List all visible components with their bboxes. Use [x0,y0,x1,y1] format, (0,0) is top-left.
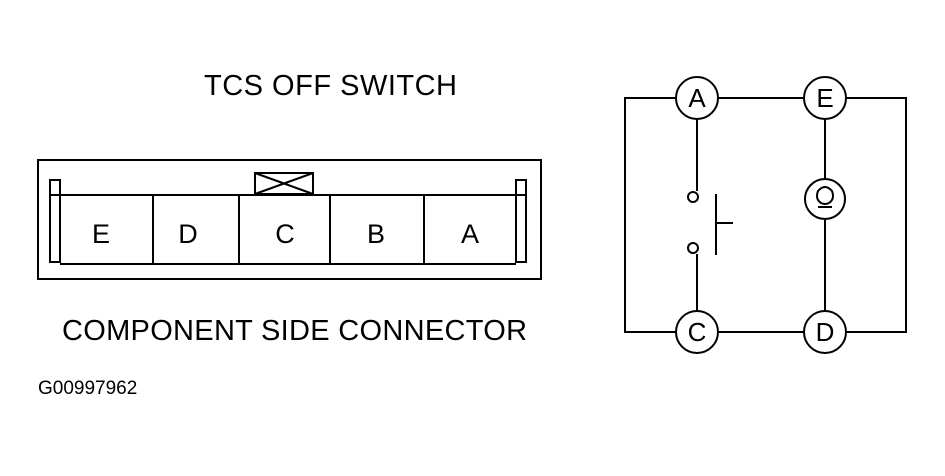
node-label-top-left: A [688,83,706,113]
connector-key-icon [254,172,314,195]
connector-left-latch [49,179,61,263]
pin-label-e: E [92,219,110,249]
wire-left-loop [624,97,676,333]
figure-code: G00997962 [38,378,138,399]
pin-label-a: A [461,219,479,249]
connector [37,159,542,280]
node-bottom-right [803,310,847,354]
node-top-right [803,76,847,120]
connector-caption: COMPONENT SIDE CONNECTOR [62,315,528,347]
lamp-icon [804,178,846,220]
connector-outer-shell [37,159,542,280]
switch-icon [687,191,733,255]
node-label-bottom-left: C [688,317,707,347]
schematic-node-labels: A E C D [688,83,835,347]
node-top-left [675,76,719,120]
node-label-top-right: E [816,83,833,113]
connector-pin-labels: E D C B A [92,219,479,249]
pin-label-c: C [275,219,295,249]
node-label-bottom-right: D [816,317,835,347]
diagram-title: TCS OFF SWITCH [204,70,458,102]
wire-right-loop [846,97,907,333]
schematic [624,76,907,354]
pin-label-d: D [178,219,198,249]
node-bottom-left [675,310,719,354]
connector-right-latch [515,179,527,263]
pin-label-b: B [367,219,385,249]
